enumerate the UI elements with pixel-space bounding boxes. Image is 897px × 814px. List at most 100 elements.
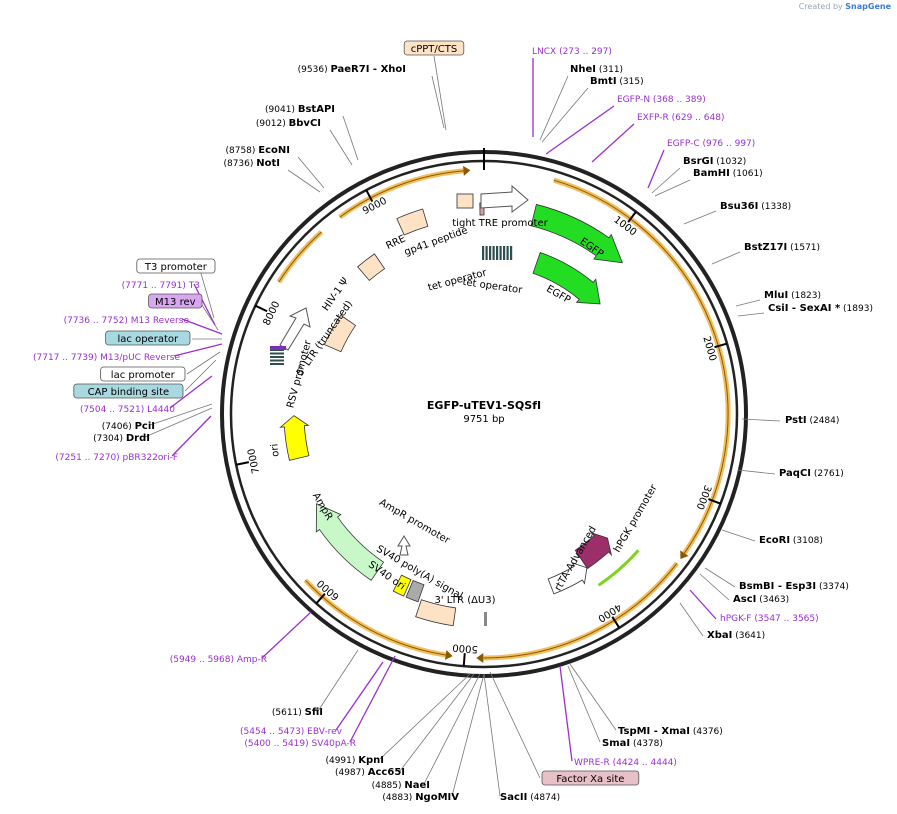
site-position: WPRE-R bbox=[574, 758, 610, 768]
outer-label: (9041) BstAPI bbox=[265, 104, 335, 115]
outer-label: MluI (1823) bbox=[764, 290, 821, 301]
site-name: CsiI bbox=[768, 303, 788, 314]
site-position: M13/pUC Reverse bbox=[100, 353, 180, 363]
leader-line bbox=[261, 611, 312, 659]
label-lines-layer bbox=[144, 55, 781, 797]
site-position: L4440 bbox=[147, 405, 175, 415]
site-name: BsrGI bbox=[683, 156, 713, 167]
tet-operator-bar bbox=[503, 246, 506, 260]
feature-box bbox=[136, 258, 216, 274]
lac-operator-bar bbox=[270, 352, 284, 355]
leader-line bbox=[741, 418, 781, 422]
site-position: (8736) bbox=[223, 159, 256, 169]
outer-label: TspMI - XmaI (4376) bbox=[618, 726, 723, 737]
site-position: (4874) bbox=[527, 793, 560, 803]
site-position: (7771 .. 7791) bbox=[122, 281, 189, 291]
site-position: (1823) bbox=[788, 291, 821, 301]
site-position: (3547 .. 3565) bbox=[752, 614, 819, 624]
hiv1-psi-box bbox=[357, 253, 386, 282]
outer-label: (9012) BbvCI bbox=[256, 118, 321, 129]
site-position: Amp-R bbox=[237, 655, 267, 665]
site-name: MluI bbox=[764, 290, 788, 301]
leader-line bbox=[431, 75, 445, 129]
leader-line bbox=[433, 55, 447, 131]
leader-line bbox=[199, 301, 219, 331]
site-name: SacII bbox=[500, 792, 527, 803]
site-position: (4991) bbox=[325, 756, 358, 766]
leader-line bbox=[342, 115, 359, 161]
outer-label: hPGK-F (3547 .. 3565) bbox=[720, 614, 819, 624]
leader-line bbox=[654, 179, 691, 197]
leader-line bbox=[699, 573, 730, 601]
outer-label: (7304) DrdI bbox=[93, 433, 150, 444]
tick-label: 6000 bbox=[315, 577, 341, 602]
feature-box bbox=[100, 366, 186, 382]
leader-line bbox=[711, 251, 741, 265]
site-position: (8758) bbox=[225, 146, 258, 156]
site-name: SfiI bbox=[305, 707, 323, 718]
site-name: NotI bbox=[256, 158, 280, 169]
tick-mark bbox=[462, 653, 466, 667]
site-position: EGFP-C bbox=[667, 139, 700, 149]
lac-operator-bar bbox=[270, 363, 284, 365]
arc-arrowhead bbox=[444, 650, 453, 660]
feature-box-label: Factor Xa site bbox=[556, 774, 624, 785]
site-name: EcoNI bbox=[258, 145, 290, 156]
site-position: SV40pA-R bbox=[312, 739, 357, 749]
site-name: PaeR7I bbox=[330, 64, 369, 75]
site-position: (5611) bbox=[272, 708, 305, 718]
site-name: Bsu36I bbox=[720, 201, 758, 212]
leader-line bbox=[737, 469, 776, 475]
feature-box bbox=[73, 383, 184, 399]
tick-mark bbox=[708, 498, 721, 505]
site-position: (1338) bbox=[758, 202, 791, 212]
site-position: (4885) bbox=[372, 781, 405, 791]
hpgk-arc bbox=[597, 549, 640, 587]
outer-label: CsiI - SexAI * (1893) bbox=[768, 303, 873, 314]
arc-arrowhead bbox=[463, 165, 471, 176]
site-position: (7304) bbox=[93, 434, 126, 444]
leader-line bbox=[335, 661, 384, 731]
site-position: pBR322ori-F bbox=[123, 453, 178, 463]
outer-label: (7771 .. 7791) T3 bbox=[122, 281, 200, 291]
outer-label: PaqCI (2761) bbox=[779, 468, 844, 479]
site-position: (5454 .. 5473) bbox=[240, 727, 307, 737]
site-position: (3108) bbox=[790, 536, 823, 546]
site-position: (976 .. 997) bbox=[700, 139, 756, 149]
site-name: NgoMIV bbox=[415, 792, 459, 803]
outer-label: (7504 .. 7521) L4440 bbox=[80, 405, 175, 415]
site-name: BstAPI bbox=[298, 104, 335, 115]
site-name: NaeI bbox=[404, 780, 430, 791]
site-position: (3374) bbox=[816, 582, 849, 592]
leader-line bbox=[317, 649, 359, 712]
feature-arcs-layer bbox=[276, 165, 731, 663]
feature-arc-centerline bbox=[278, 231, 322, 283]
tight-tre-promoter-arrow bbox=[480, 184, 529, 213]
outer-label: (8758) EcoNI bbox=[225, 145, 290, 156]
inner-label-ampr: AmpR bbox=[310, 491, 334, 522]
inner-label-rsv-promoter: RSV promoter bbox=[285, 338, 314, 409]
site-name: PstI bbox=[785, 415, 807, 426]
tet-operator-bar bbox=[485, 246, 488, 260]
site-position: (7251 .. 7270) bbox=[55, 453, 122, 463]
site-position: (7504 .. 7521) bbox=[80, 405, 147, 415]
sv40-polya-box bbox=[392, 574, 412, 597]
site-position: EXFP-R bbox=[637, 113, 669, 123]
site-position: (1893) bbox=[840, 304, 873, 314]
egfp-inner-arrow bbox=[532, 252, 601, 305]
site-position: (273 .. 297) bbox=[556, 47, 612, 57]
leader-line bbox=[689, 589, 717, 620]
leader-line bbox=[451, 673, 485, 797]
feature-box-label: lac promoter bbox=[111, 370, 176, 381]
outer-label: (8736) NotI bbox=[223, 158, 280, 169]
lac-operator-bar bbox=[270, 359, 284, 362]
leader-line bbox=[149, 403, 213, 426]
site-position: (7406) bbox=[102, 422, 135, 432]
tick-label: 1000 bbox=[611, 214, 638, 238]
feature-box-label: T3 promoter bbox=[144, 262, 208, 273]
inner-label-ampr-promoter: AmpR promoter bbox=[377, 497, 452, 547]
site-position: (9536) bbox=[298, 65, 331, 75]
outer-label: EcoRI (3108) bbox=[759, 535, 823, 546]
site-position: (4424 .. 4444) bbox=[610, 758, 677, 768]
